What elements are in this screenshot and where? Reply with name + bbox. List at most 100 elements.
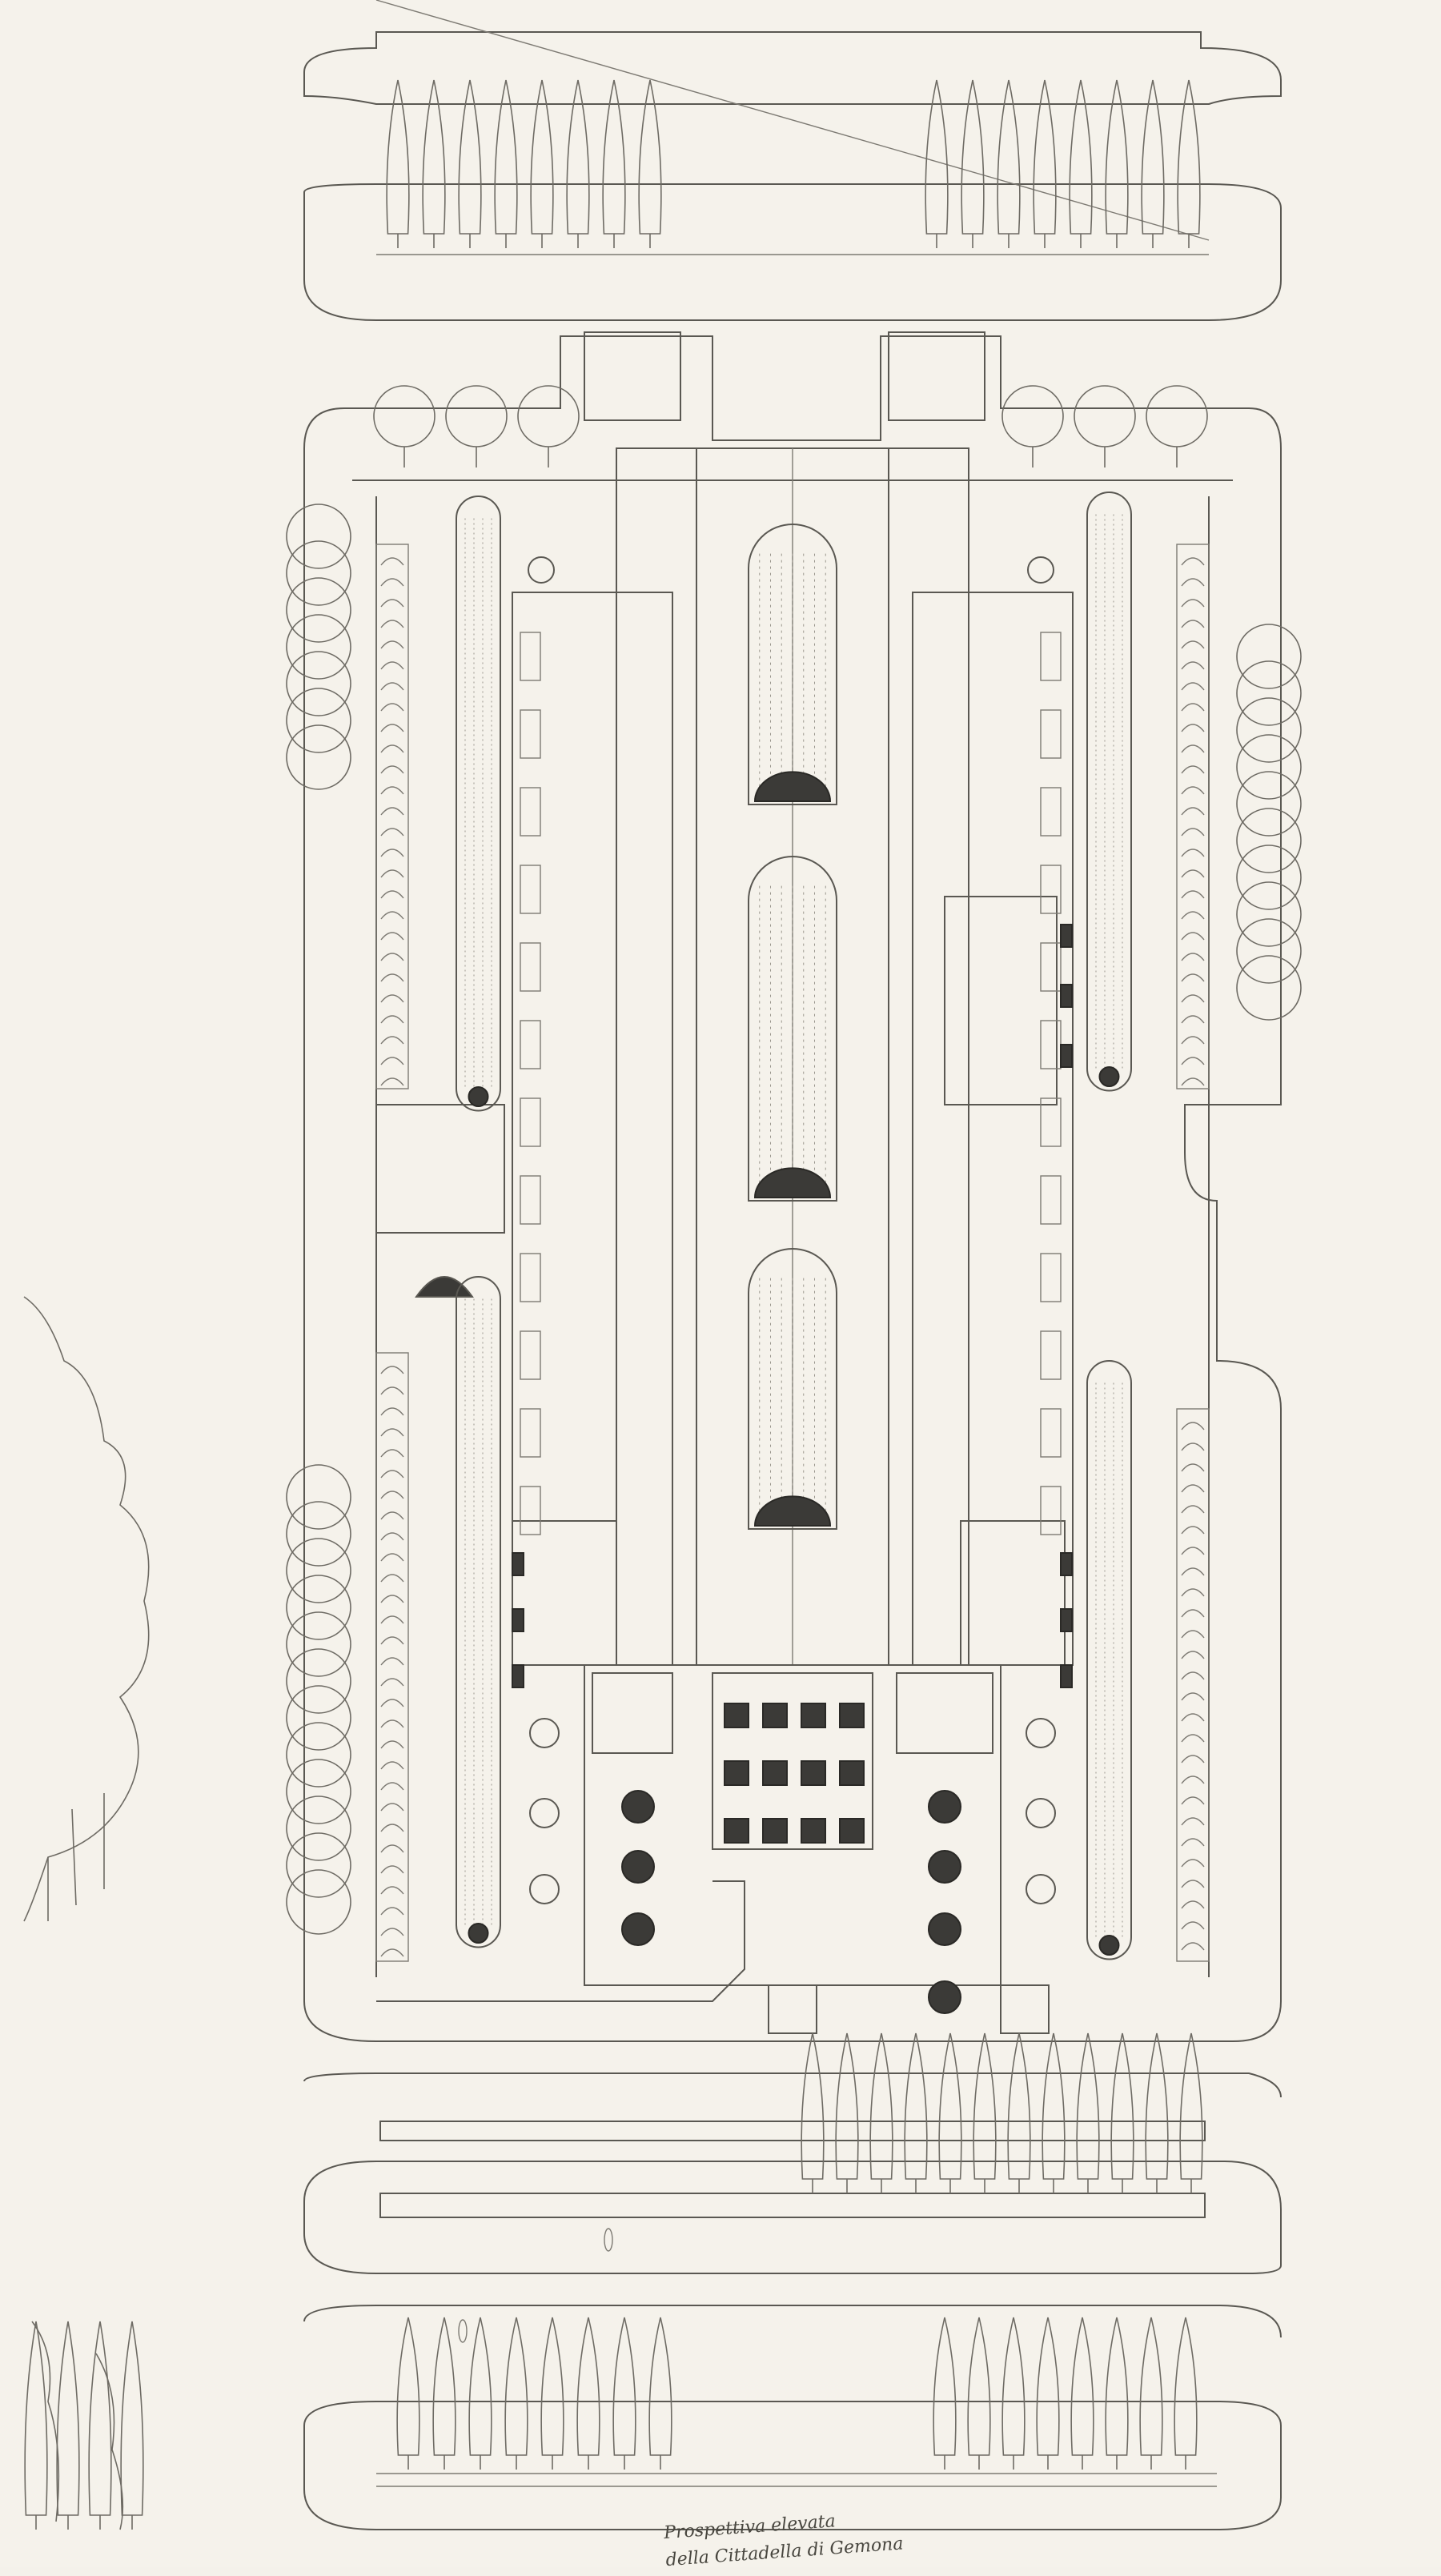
- cypress-tree: [1141, 79, 1165, 235]
- round-tree: [1074, 385, 1136, 447]
- arch-mark: [380, 1386, 404, 1395]
- arch-mark: [1181, 682, 1205, 691]
- arch-mark: [380, 703, 404, 712]
- cypress-tree: [24, 2321, 48, 2516]
- arch-mark: [1181, 807, 1205, 816]
- round-tree: [286, 577, 351, 643]
- arch-mark: [380, 1366, 404, 1374]
- arch-mark: [380, 1699, 404, 1707]
- round-tree: [286, 724, 351, 790]
- round-pier: [529, 1798, 560, 1828]
- arch-mark: [380, 1782, 404, 1791]
- cypress-tree: [432, 2317, 456, 2456]
- arch-mark: [1181, 1015, 1205, 1024]
- arch-mark: [1181, 703, 1205, 712]
- round-tree: [1236, 624, 1302, 689]
- arch-mark: [1181, 661, 1205, 670]
- cypress-tree: [997, 79, 1021, 235]
- arch-mark: [380, 765, 404, 774]
- arch-mark: [1181, 1859, 1205, 1868]
- cypress-tree: [1110, 2032, 1134, 2180]
- arch-mark: [1181, 1942, 1205, 1951]
- hall-window: [1040, 865, 1062, 914]
- arch-mark: [1181, 1077, 1205, 1086]
- cypress-tree: [638, 79, 662, 235]
- arch-mark: [380, 1491, 404, 1499]
- cypress-tree: [396, 2317, 420, 2456]
- dark-round-opening: [928, 1790, 961, 1824]
- vault-shadow: [753, 1167, 832, 1198]
- arch-mark: [380, 1615, 404, 1624]
- round-tree: [286, 1501, 351, 1567]
- arch-mark: [380, 1532, 404, 1541]
- cypress-tree: [938, 2032, 962, 2180]
- arch-mark: [380, 1824, 404, 1832]
- arch-mark: [380, 620, 404, 628]
- arcade-strip-group: [375, 544, 1210, 1962]
- cypress-tree: [422, 79, 446, 235]
- round-tree: [286, 1869, 351, 1935]
- arch-mark: [380, 1761, 404, 1770]
- round-tree: [1236, 845, 1302, 910]
- arch-mark: [1181, 1921, 1205, 1930]
- arch-mark: [380, 1036, 404, 1045]
- arch-mark: [1181, 1900, 1205, 1909]
- round-tree: [1236, 808, 1302, 873]
- arch-mark: [1181, 1838, 1205, 1847]
- cypress-tree: [576, 2317, 600, 2456]
- arch-mark: [1181, 557, 1205, 566]
- hall-window: [1040, 1253, 1062, 1302]
- court-square: [839, 1703, 865, 1728]
- court-square: [839, 1760, 865, 1786]
- cypress-tree: [504, 2317, 528, 2456]
- cypress-row-top-left: [386, 79, 662, 248]
- dark-window: [1060, 1044, 1073, 1068]
- arch-mark: [1181, 765, 1205, 774]
- round-tree: [1236, 918, 1302, 984]
- arch-mark: [1181, 953, 1205, 961]
- side-gallery-group: [456, 492, 1132, 1960]
- arch-mark: [1181, 1442, 1205, 1451]
- arch-mark: [380, 932, 404, 941]
- dark-window: [512, 1552, 524, 1576]
- window-group: [512, 632, 1073, 1688]
- arch-mark: [380, 1407, 404, 1416]
- hall-window: [1040, 1408, 1062, 1458]
- round-tree-group: [286, 385, 1302, 1935]
- round-pier: [1026, 1874, 1056, 1904]
- round-tree: [286, 1538, 351, 1603]
- arch-mark: [1181, 1817, 1205, 1826]
- cypress-tree: [468, 2317, 492, 2456]
- hall-window: [520, 632, 541, 681]
- round-pier: [528, 556, 555, 584]
- round-tree: [1236, 955, 1302, 1021]
- cypress-tree: [1177, 79, 1201, 235]
- arch-mark: [380, 973, 404, 982]
- cypress-tree: [835, 2032, 859, 2180]
- hall-window: [520, 1175, 541, 1225]
- dark-round-opening: [928, 1912, 961, 1946]
- vault-shadow: [753, 771, 832, 802]
- cypress-tree: [1076, 2032, 1100, 2180]
- arch-mark: [1181, 932, 1205, 941]
- cypress-tree: [925, 79, 949, 235]
- dark-window: [1060, 984, 1073, 1008]
- cypress-tree: [1001, 2317, 1026, 2456]
- cypress-tree: [1145, 2032, 1169, 2180]
- arch-mark: [380, 911, 404, 920]
- round-pier: [529, 1874, 560, 1904]
- cypress-tree: [904, 2032, 928, 2180]
- round-tree: [1236, 881, 1302, 947]
- arch-mark: [1181, 620, 1205, 628]
- arch-mark: [1181, 1463, 1205, 1472]
- arch-mark: [1181, 786, 1205, 795]
- hall-window: [1040, 1020, 1062, 1069]
- arch-mark: [1181, 1796, 1205, 1805]
- arch-mark: [1181, 744, 1205, 753]
- cypress-row-top-right: [925, 79, 1201, 248]
- circular-openings: [528, 556, 1056, 2014]
- arch-mark: [380, 1844, 404, 1853]
- hall-window: [520, 1097, 541, 1147]
